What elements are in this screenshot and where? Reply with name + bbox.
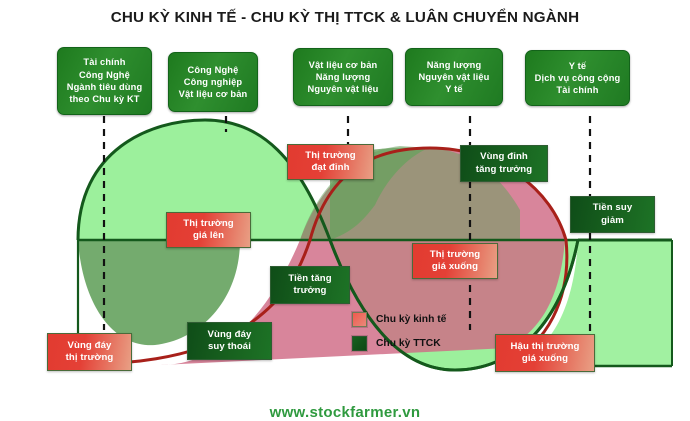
recession-bottom-line-1: Vùng đáy xyxy=(207,328,252,340)
callout-post-bear-market[interactable]: Hậu thị trường giá xuống xyxy=(495,334,595,372)
market-bottom-line-1: Vùng đáy xyxy=(67,339,112,351)
sector-box-4[interactable]: Năng lượng Nguyên vật liệu Y tế xyxy=(405,48,503,106)
market-bottom-line-2: thị trường xyxy=(65,352,114,363)
legend-economic-label: Chu kỳ kinh tế xyxy=(376,314,447,325)
callout-bull-market[interactable]: Thị trường giá lên xyxy=(166,212,251,248)
stock-cycle-curve-lower xyxy=(328,239,580,372)
market-peak-line-1: Thị trường xyxy=(305,149,356,161)
callout-money-decline[interactable]: Tiền suy giảm xyxy=(570,196,655,233)
callout-bear-market[interactable]: Thị trường giá xuống xyxy=(412,243,498,279)
sector-2-line-2: Công nghiệp xyxy=(183,76,243,87)
bull-market-line-1: Thị trường xyxy=(183,217,234,229)
money-growth-line-2: trưởng xyxy=(293,285,327,296)
sector-4-line-2: Nguyên vật liệu xyxy=(418,71,490,82)
stock-cycle-right-block xyxy=(500,240,672,366)
post-bear-line-1: Hậu thị trường xyxy=(510,340,580,352)
sector-3-line-1: Vật liệu cơ bản xyxy=(308,59,378,70)
legend-stock-label: Chu kỳ TTCK xyxy=(376,338,441,349)
sector-3-line-2: Năng lượng xyxy=(315,71,371,82)
sector-2-line-3: Vật liệu cơ bản xyxy=(178,89,248,100)
bull-market-line-2: giá lên xyxy=(192,230,225,241)
sector-5-line-1: Y tế xyxy=(568,60,587,71)
sector-2-line-1: Công Nghệ xyxy=(187,64,239,75)
legend: Chu kỳ kinh tế Chu kỳ TTCK xyxy=(352,312,446,360)
page-title: CHU KỲ KINH TẾ - CHU KỲ THỊ TTCK & LUÂN … xyxy=(110,9,580,26)
sector-3-line-3: Nguyên vật liệu xyxy=(307,84,379,95)
legend-economic-cycle[interactable]: Chu kỳ kinh tế xyxy=(352,312,446,327)
money-decline-line-2: giảm xyxy=(601,214,624,226)
legend-swatch-economic-icon xyxy=(352,312,367,327)
sector-1-line-4: theo Chu kỳ KT xyxy=(69,94,140,105)
overlap-left-area xyxy=(78,240,240,346)
callout-growth-peak-zone[interactable]: Vùng đỉnh tăng trưởng xyxy=(460,145,548,182)
sector-4-line-3: Y tế xyxy=(445,84,463,95)
callout-market-bottom[interactable]: Vùng đáy thị trường xyxy=(47,333,132,371)
bear-market-line-1: Thị trường xyxy=(429,248,481,260)
sector-1-line-2: Công Nghệ xyxy=(79,69,130,80)
legend-stock-cycle[interactable]: Chu kỳ TTCK xyxy=(352,336,446,351)
callout-market-peak[interactable]: Thị trường đạt đỉnh xyxy=(287,144,374,180)
recession-bottom-line-2: suy thoái xyxy=(207,341,251,352)
sector-5-line-3: Tài chính xyxy=(556,85,599,96)
callout-money-growth[interactable]: Tiền tăng trưởng xyxy=(270,266,350,304)
callout-recession-bottom[interactable]: Vùng đáy suy thoái xyxy=(187,322,272,360)
money-growth-line-1: Tiền tăng xyxy=(288,272,332,284)
market-peak-line-2: đạt đỉnh xyxy=(311,162,350,173)
post-bear-line-2: giá xuống xyxy=(521,353,569,364)
growth-peak-line-1: Vùng đỉnh xyxy=(480,151,528,162)
watermark-footer: www.stockfarmer.vn xyxy=(269,404,421,421)
stock-cycle-peak-area xyxy=(78,120,330,240)
growth-peak-line-2: tăng trưởng xyxy=(475,163,533,175)
sector-5-line-2: Dịch vụ công cộng xyxy=(534,72,621,83)
money-decline-line-1: Tiền suy xyxy=(592,202,633,213)
sector-box-1[interactable]: Tài chính Công Nghệ Ngành tiêu dùng theo… xyxy=(57,47,152,115)
sector-box-5[interactable]: Y tế Dịch vụ công cộng Tài chính xyxy=(525,50,630,106)
sector-1-line-1: Tài chính xyxy=(83,57,126,68)
sector-box-2[interactable]: Công Nghệ Công nghiệp Vật liệu cơ bản xyxy=(168,52,258,112)
legend-swatch-stock-icon xyxy=(352,336,367,351)
sector-1-line-3: Ngành tiêu dùng xyxy=(66,82,143,92)
sector-box-3[interactable]: Vật liệu cơ bản Năng lượng Nguyên vật li… xyxy=(293,48,393,106)
sector-4-line-1: Năng lượng xyxy=(426,59,482,70)
bear-market-line-2: giá xuống xyxy=(431,261,479,272)
